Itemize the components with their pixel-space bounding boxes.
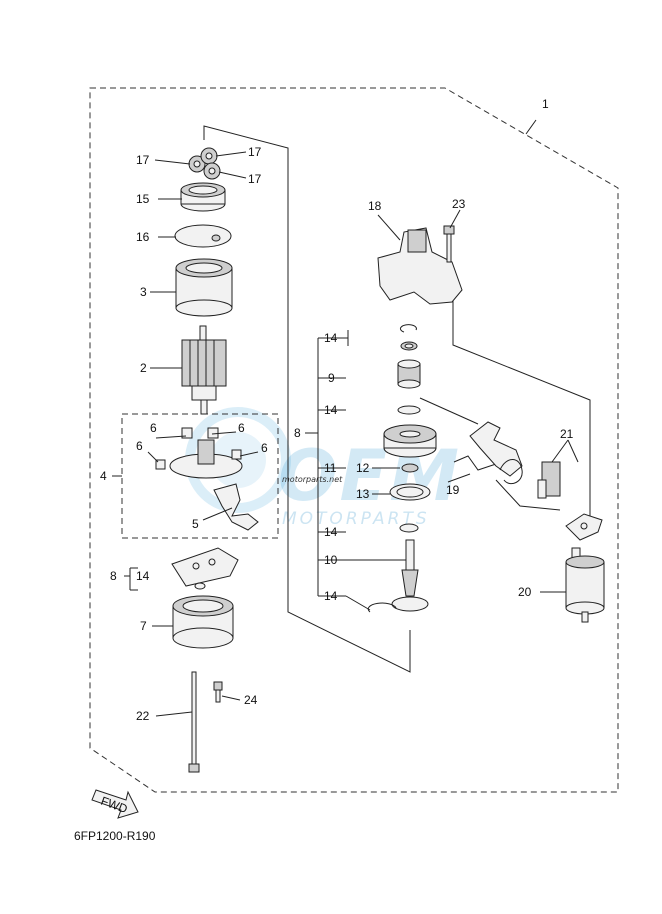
snap-ring xyxy=(400,324,417,333)
output-shaft xyxy=(391,539,429,612)
brush-holder xyxy=(155,427,259,531)
callout-6a: 6 xyxy=(150,421,157,435)
callout-21: 21 xyxy=(560,427,574,441)
fwd-label: FWD xyxy=(99,794,130,817)
callout-3: 3 xyxy=(140,285,147,299)
callout-11: 11 xyxy=(324,461,337,475)
callout-15: 15 xyxy=(136,192,150,206)
planet-gears xyxy=(188,147,221,180)
callout-14c: 14 xyxy=(324,403,338,417)
armature xyxy=(181,325,227,415)
callout-9: 9 xyxy=(328,371,335,385)
gasket xyxy=(565,513,603,541)
callout-17a: 17 xyxy=(136,153,150,167)
callout-17c: 17 xyxy=(248,172,262,186)
callout-24: 24 xyxy=(244,693,258,707)
brush-plate xyxy=(171,547,239,590)
callout-14a: 14 xyxy=(136,569,150,583)
yoke xyxy=(175,258,233,317)
pinion xyxy=(397,359,421,389)
callout-14b: 14 xyxy=(324,331,338,345)
clutch xyxy=(383,424,437,458)
callout-19: 19 xyxy=(446,483,460,497)
callout-18: 18 xyxy=(368,199,382,213)
callout-8a: 8 xyxy=(110,569,117,583)
fwd-arrow-icon: FWD xyxy=(91,789,139,819)
callout-14e: 14 xyxy=(324,589,338,603)
callout-8b: 8 xyxy=(294,426,301,440)
front-housing xyxy=(377,227,463,305)
callout-14d: 14 xyxy=(324,525,338,539)
callout-17b: 17 xyxy=(248,145,262,159)
callout-20: 20 xyxy=(518,585,532,599)
internal-gear xyxy=(180,182,226,212)
callout-2: 2 xyxy=(140,361,147,375)
assembly-boundary xyxy=(89,87,619,793)
collar xyxy=(400,341,418,351)
spacer xyxy=(401,463,419,473)
callout-22: 22 xyxy=(136,709,150,723)
holder xyxy=(537,461,561,499)
seal xyxy=(389,483,431,501)
solenoid xyxy=(565,547,605,623)
callout-leaders xyxy=(112,119,579,717)
callout-6c: 6 xyxy=(136,439,143,453)
callouts: 1 17 17 17 15 16 3 2 4 5 6 6 6 6 8 14 7 … xyxy=(100,97,574,723)
drawing-code: 6FP1200-R190 xyxy=(74,829,156,843)
washer-a xyxy=(397,405,421,415)
callout-1: 1 xyxy=(542,97,549,111)
spring-clip xyxy=(367,602,397,613)
through-bolt xyxy=(188,671,200,773)
callout-6b: 6 xyxy=(238,421,245,435)
callout-23: 23 xyxy=(452,197,466,211)
callout-6d: 6 xyxy=(261,441,268,455)
callout-7: 7 xyxy=(140,619,147,633)
watermark-tag: motorparts.net xyxy=(282,475,343,484)
callout-12: 12 xyxy=(356,461,370,475)
callout-13: 13 xyxy=(356,487,370,501)
callout-4: 4 xyxy=(100,469,107,483)
callout-5: 5 xyxy=(192,517,199,531)
callout-10: 10 xyxy=(324,553,338,567)
shift-lever xyxy=(469,421,523,485)
end-cover xyxy=(172,595,234,649)
washer-b xyxy=(399,523,419,533)
bolt-23 xyxy=(443,225,455,263)
plate xyxy=(174,224,232,248)
screw-24 xyxy=(213,681,223,703)
leader-lines xyxy=(124,125,591,673)
callout-16: 16 xyxy=(136,230,150,244)
